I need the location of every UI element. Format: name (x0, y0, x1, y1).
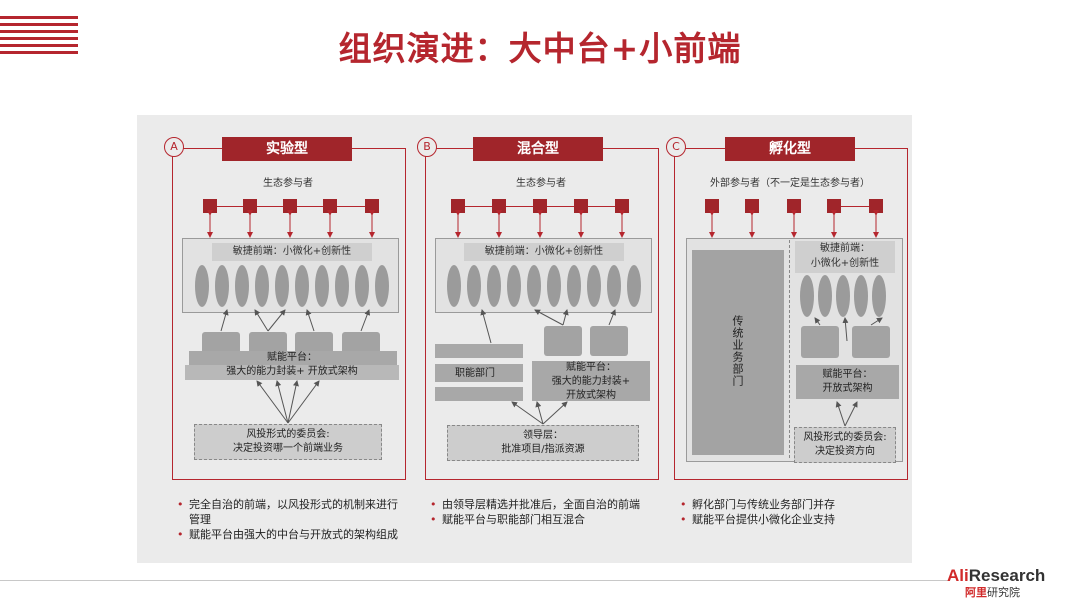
column-b-agile-label: 敏捷前端：小微化+创新性 (464, 243, 624, 261)
participant-node (705, 199, 719, 213)
column-c-agile-label: 敏捷前端：小微化+创新性 (795, 241, 895, 273)
title-stripes-decoration (0, 16, 78, 58)
participant-node (827, 199, 841, 213)
column-c-platform-label: 赋能平台：开放式架构 (822, 369, 873, 394)
participant-node (745, 199, 759, 213)
participant-node (492, 199, 506, 213)
participant-node (615, 199, 629, 213)
column-a-committee: 风投形式的委员会:决定投资哪一个前端业务 (194, 424, 382, 460)
participant-node (574, 199, 588, 213)
participant-node (283, 199, 297, 213)
column-c-header: 孵化型 (725, 137, 855, 161)
column-a-bullets: 完全自治的前端，以风投形式的机制来进行管理赋能平台由强大的中台与开放式的架构组成 (177, 497, 407, 542)
slide-title: 组织演进：大中台+小前端 (338, 29, 742, 68)
column-a-platform-label: 赋能平台：强大的能力封装+ 开放式架构 (226, 352, 358, 377)
participant-node (365, 199, 379, 213)
column-b-committee: 领导层：批准项目/指派资源 (447, 425, 639, 461)
participant-node (323, 199, 337, 213)
column-b-header: 混合型 (473, 137, 603, 161)
column-b-letter: B (417, 137, 437, 157)
participant-node (451, 199, 465, 213)
column-a-header: 实验型 (222, 137, 352, 161)
aliresearch-logo: AliResearch (947, 566, 1046, 585)
column-a-agile-label: 敏捷前端：小微化+创新性 (212, 243, 372, 261)
column-b-participants: 生态参与者 (516, 178, 566, 189)
column-b-bullets: 由领导层精选并批准后，全面自治的前端赋能平台与职能部门相互混合 (430, 497, 662, 527)
column-c-bullets: 孵化部门与传统业务部门并存赋能平台提供小微化企业支持 (680, 497, 908, 527)
column-a-participants: 生态参与者 (263, 178, 313, 189)
column-b-functional-label: 职能部门 (455, 368, 495, 379)
column-a-letter: A (164, 137, 184, 157)
participant-node (869, 199, 883, 213)
participant-node (533, 199, 547, 213)
column-c-committee: 风投形式的委员会:决定投资方向 (794, 427, 896, 463)
column-c-participants: 外部参与者（不一定是生态参与者） (710, 178, 870, 189)
connector-arrows (207, 210, 883, 427)
column-c-letter: C (666, 137, 686, 157)
participant-node (203, 199, 217, 213)
diagram-panel: A 实验型 生态参与者 敏捷前端：小微化+创新性 赋能平台：强大的能力封装+ 开… (137, 115, 912, 563)
footer-divider (0, 580, 948, 581)
aliresearch-logo-cn: 阿里研究院 (965, 586, 1020, 599)
column-c-traditional-label: 传统业务部门 (731, 315, 744, 387)
participant-node (787, 199, 801, 213)
participant-node (243, 199, 257, 213)
column-b-platform-label: 赋能平台：强大的能力封装+开放式架构 (551, 362, 631, 401)
traditional-department (692, 250, 784, 455)
